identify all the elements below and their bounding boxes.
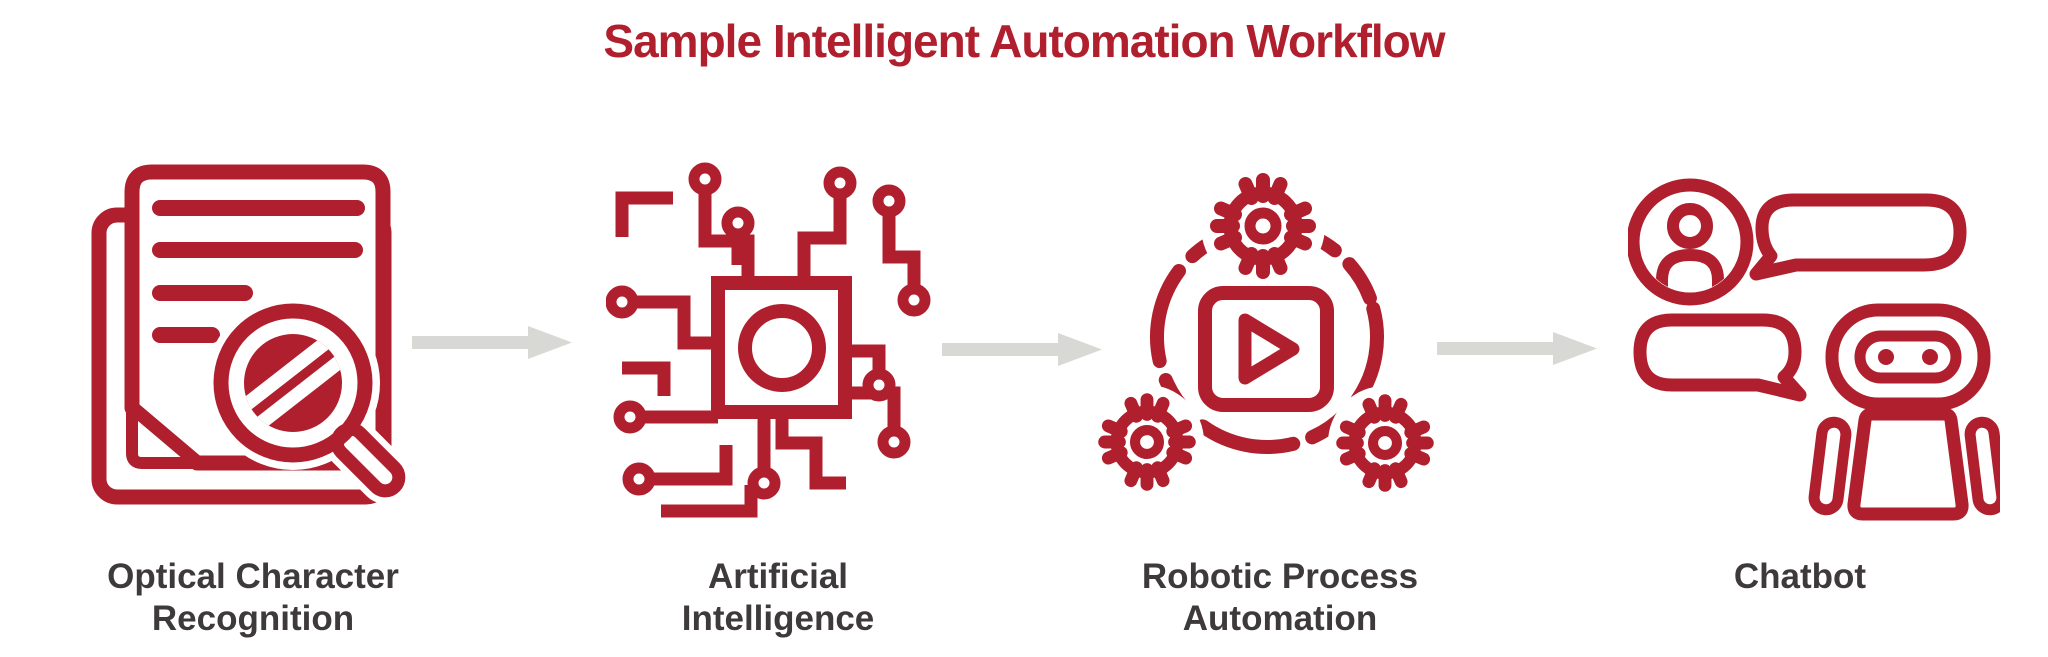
step-label-chatbot: Chatbot (1570, 556, 2030, 598)
diagram-title: Sample Intelligent Automation Workflow (603, 15, 1445, 67)
step-label-ocr: Optical Character Recognition (23, 556, 483, 640)
ai-step-icon-container (606, 153, 948, 521)
flow-arrow-3 (1437, 330, 1597, 367)
circuit-chip-icon (606, 162, 931, 518)
step-label-ai: Artificial Intelligence (548, 556, 1008, 640)
step-label-line: Artificial (707, 557, 849, 596)
right-arrow-icon (942, 333, 1102, 366)
rpa-step-icon-container (1093, 142, 1467, 530)
right-arrow-icon (1437, 332, 1597, 365)
robot-chat-icon (1628, 178, 2000, 521)
gear-bottom-right (1327, 385, 1443, 501)
step-label-line: Intelligence (681, 599, 875, 638)
step-label-rpa: Robotic Process Automation (1050, 556, 1510, 640)
step-label-line: Robotic Process (1141, 557, 1419, 596)
step-label-line: Optical Character (107, 557, 399, 596)
step-label-line: Recognition (151, 599, 355, 638)
gear-top (1201, 164, 1325, 288)
right-arrow-icon (412, 326, 572, 359)
flow-arrow-1 (412, 324, 572, 361)
step-label-line: Chatbot (1733, 557, 1867, 596)
step-label-line: Automation (1182, 599, 1378, 638)
flow-arrow-2 (942, 331, 1102, 368)
gear-bottom-left (1093, 384, 1205, 500)
document-magnifier-icon (91, 164, 412, 505)
chatbot-step-icon-container (1628, 152, 2000, 528)
gears-play-icon (1093, 164, 1443, 501)
ocr-step-icon-container (90, 160, 422, 518)
